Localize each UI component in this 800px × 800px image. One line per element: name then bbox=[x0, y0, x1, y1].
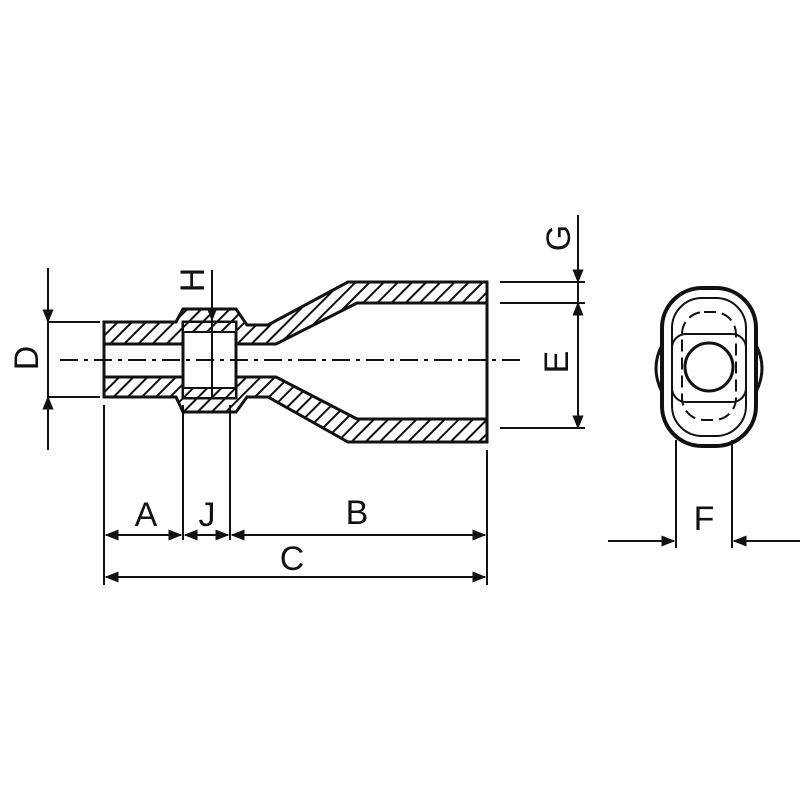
label-c: C bbox=[280, 540, 305, 578]
label-g: G bbox=[540, 225, 578, 251]
label-d: D bbox=[8, 346, 46, 371]
lower-wall bbox=[102, 375, 489, 444]
label-e: E bbox=[538, 351, 576, 374]
label-j: J bbox=[199, 496, 216, 534]
label-f: F bbox=[694, 500, 715, 538]
label-h: H bbox=[174, 268, 212, 293]
label-a: A bbox=[135, 496, 158, 534]
end-view: F bbox=[608, 286, 800, 548]
upper-wall bbox=[102, 280, 489, 346]
end-hole bbox=[683, 341, 735, 393]
side-view: H D G E A J B C bbox=[8, 215, 585, 585]
label-b: B bbox=[346, 494, 369, 532]
